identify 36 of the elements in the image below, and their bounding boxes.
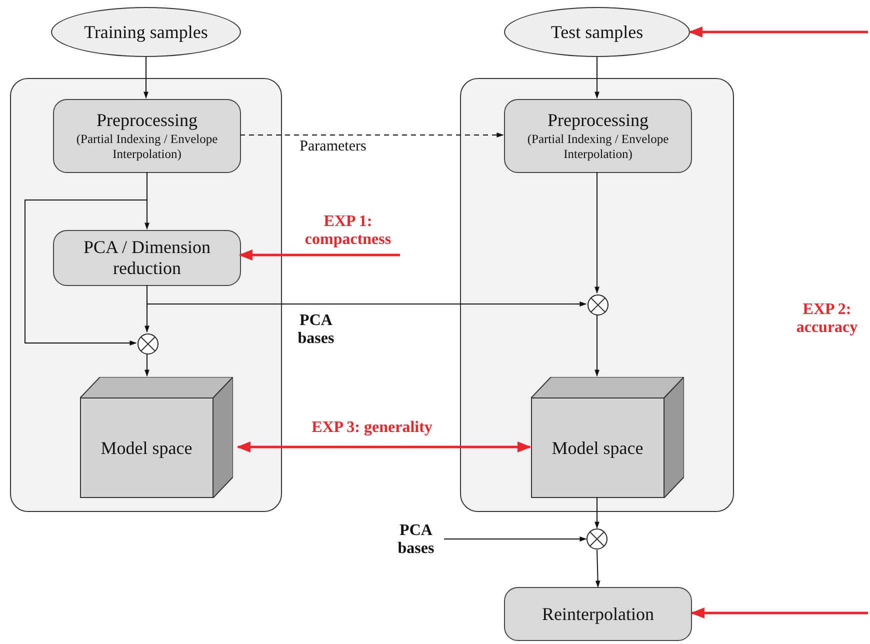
node-label: Reinterpolation [542, 604, 654, 624]
arrow [240, 132, 504, 138]
experiment-label: EXP 2: accuracy [795, 301, 859, 337]
node-label: Training samples [84, 22, 208, 42]
arrow [594, 496, 600, 529]
node-label: Model space [100, 438, 192, 458]
arrow [144, 354, 150, 377]
node-label: Test samples [550, 22, 644, 42]
node-label: EXP 1: compactness [304, 212, 392, 250]
arrow [595, 550, 600, 588]
node-label: Preprocessing [96, 110, 198, 130]
arrow [238, 250, 400, 260]
arrow [144, 56, 148, 99]
arrow [594, 172, 600, 294]
multiply-symbol [137, 333, 159, 355]
arrow [444, 536, 587, 542]
process-box [504, 99, 692, 173]
arrow [688, 26, 868, 38]
arrow [236, 442, 532, 452]
node-label: PCA / Dimension reduction [82, 237, 212, 279]
multiply-symbol [587, 294, 609, 316]
arrow [594, 314, 600, 377]
node-label: Model space [552, 438, 644, 458]
group-panel [460, 78, 734, 512]
process-box [53, 230, 241, 286]
node-sublabel: (Partial Indexing / Envelope Interpolation) [75, 132, 219, 162]
process-box [504, 587, 692, 641]
node-label: Preprocessing [548, 110, 648, 130]
arrow [690, 608, 868, 618]
edge-label: EXP 3: generality [310, 419, 434, 437]
arrow [594, 56, 600, 99]
multiply-symbol [586, 528, 608, 550]
node-sublabel: (Partial Indexing / Envelope Interpolation) [526, 132, 670, 162]
group-panel [10, 78, 282, 512]
node-label: PCA bases [396, 522, 436, 558]
process-box [53, 99, 241, 173]
